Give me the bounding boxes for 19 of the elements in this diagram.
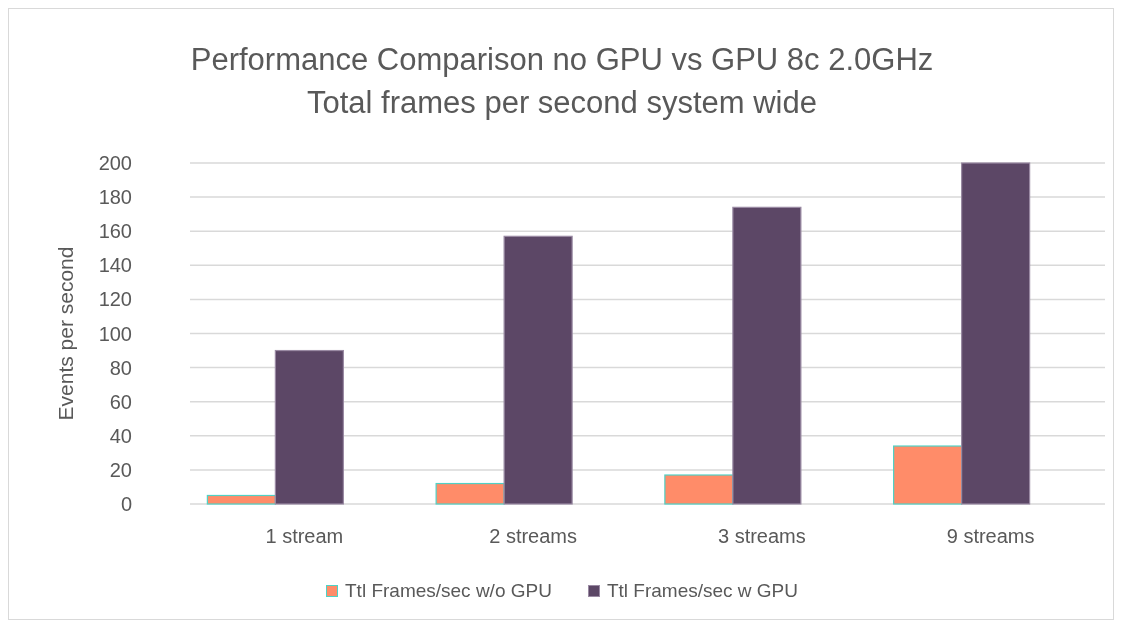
- y-axis-title: Events per second: [54, 246, 77, 421]
- y-tick-label: 100: [98, 322, 132, 345]
- y-tick-label: 180: [98, 186, 132, 209]
- chart-title: Performance Comparison no GPU vs GPU 8c 2.0GHz Total frames per second system wide: [189, 41, 935, 122]
- y-tick-label: 160: [98, 220, 132, 243]
- y-tick-label: 60: [109, 390, 132, 413]
- x-tick-label: 3 streams: [717, 525, 806, 547]
- y-tick-label: 140: [98, 254, 132, 277]
- x-tick-label: 9 streams: [946, 525, 1035, 547]
- legend-label: Ttl Frames/sec w/o GPU: [345, 580, 552, 602]
- y-tick-label: 80: [109, 356, 132, 379]
- y-tick-label: 20: [109, 458, 132, 481]
- x-tick-label: 2 streams: [489, 525, 578, 547]
- x-tick-label: 1 stream: [265, 525, 344, 547]
- y-tick-label: 200: [98, 152, 132, 174]
- y-tick-label: 40: [109, 424, 132, 447]
- y-tick-label: 0: [120, 493, 132, 515]
- legend-label: Ttl Frames/sec w GPU: [606, 580, 798, 602]
- y-tick-label: 120: [98, 288, 132, 311]
